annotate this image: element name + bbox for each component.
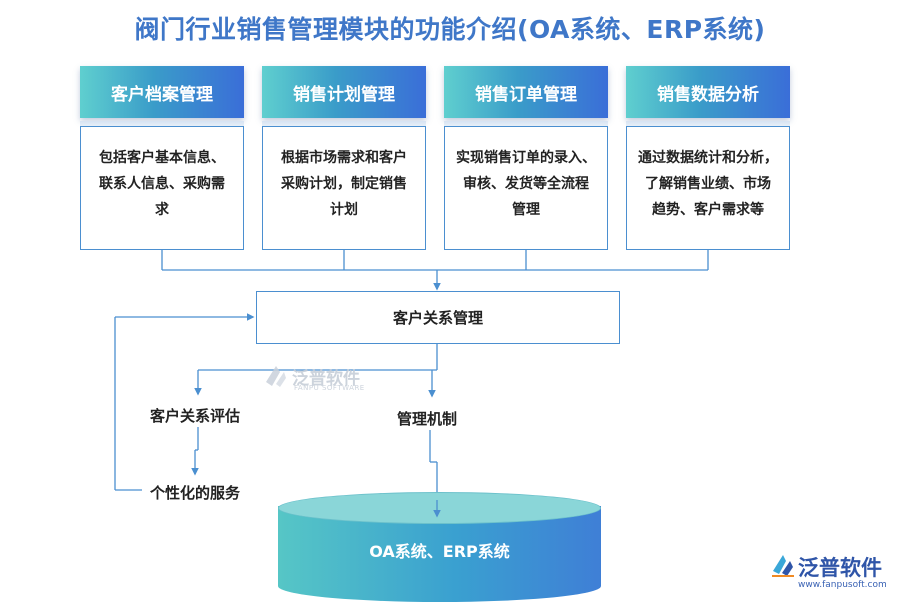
database-top [278, 492, 601, 524]
logo-text: 泛普软件 [798, 556, 882, 580]
desc-line: 联系人信息、采购需 [99, 176, 225, 192]
module-header-shadow [626, 121, 790, 127]
node-management-mechanism: 管理机制 [397, 410, 458, 428]
desc-line: 审核、发货等全流程 [463, 176, 589, 192]
desc-line: 求 [155, 202, 169, 218]
module-header-shadow [262, 121, 426, 127]
node-customer-evaluation: 客户关系评估 [150, 407, 241, 425]
node-personalized-service: 个性化的服务 [150, 484, 241, 502]
logo-url: www.fanpusoft.com [798, 580, 887, 590]
module-header-sales-plan: 销售计划管理 [262, 66, 426, 118]
desc-line: 根据市场需求和客户 [281, 150, 407, 166]
desc-line: 实现销售订单的录入、 [456, 150, 596, 166]
desc-line: 了解销售业绩、市场 [645, 176, 771, 192]
desc-line: 包括客户基本信息、 [99, 150, 225, 166]
watermark-subtext: FANPU SOFTWARE [294, 384, 365, 392]
module-header-sales-analysis: 销售数据分析 [626, 66, 790, 118]
fanpu-watermark-icon [266, 366, 286, 387]
watermark: 泛普软件 FANPU SOFTWARE [262, 362, 364, 394]
desc-line: 趋势、客户需求等 [652, 202, 764, 218]
page-title: 阀门行业销售管理模块的功能介绍(OA系统、ERP系统) [134, 15, 766, 44]
desc-line: 通过数据统计和分析， [638, 150, 778, 166]
module-desc-sales-order: 实现销售订单的录入、 审核、发货等全流程 管理 [444, 126, 608, 250]
desc-line: 采购计划，制定销售 [281, 176, 407, 192]
fanpu-logo-icon [772, 555, 794, 577]
desc-line: 计划 [330, 202, 358, 218]
fanpu-logo: 泛普软件 www.fanpusoft.com [770, 552, 887, 590]
desc-line: 管理 [512, 202, 540, 218]
module-desc-sales-plan: 根据市场需求和客户 采购计划，制定销售 计划 [262, 126, 426, 250]
module-desc-customer-archive: 包括客户基本信息、 联系人信息、采购需 求 [80, 126, 244, 250]
module-header-sales-order: 销售订单管理 [444, 66, 608, 118]
module-header-shadow [444, 121, 608, 127]
crm-box: 客户关系管理 [256, 291, 620, 344]
module-header-customer-archive: 客户档案管理 [80, 66, 244, 118]
module-desc-sales-analysis: 通过数据统计和分析， 了解销售业绩、市场 趋势、客户需求等 [626, 126, 790, 250]
module-header-shadow [80, 121, 244, 127]
database-label: OA系统、ERP系统 [369, 542, 510, 561]
watermark-text: 泛普软件 [292, 369, 360, 389]
